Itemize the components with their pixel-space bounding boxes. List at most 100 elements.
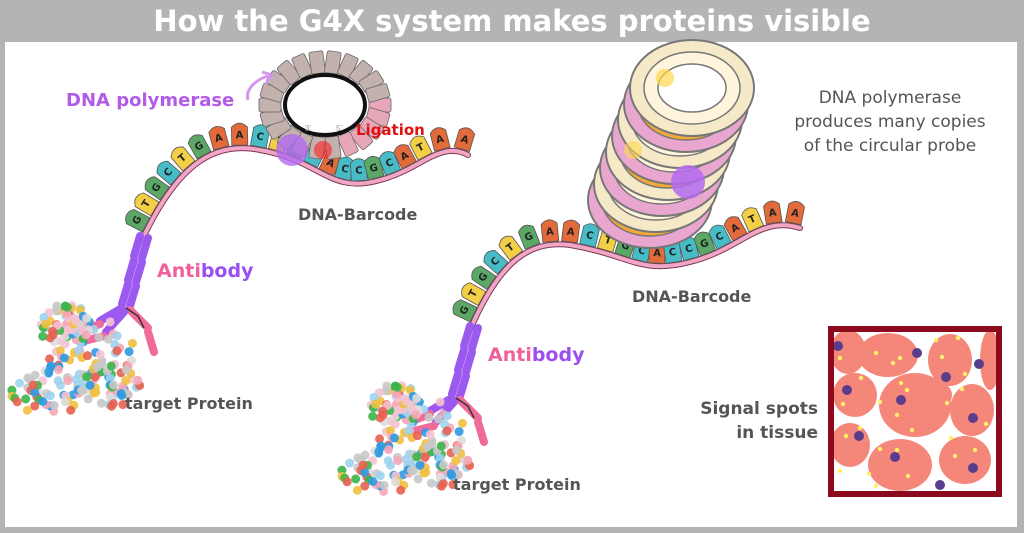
rolling-circle-copies xyxy=(587,39,755,249)
protein-atom xyxy=(451,456,461,466)
protein-atom xyxy=(448,480,458,490)
signal-spot xyxy=(944,400,950,406)
protein-atom xyxy=(389,433,399,443)
five-prime-label: 5' xyxy=(336,124,342,133)
signal-spot xyxy=(983,421,989,427)
signal-spot xyxy=(948,435,954,441)
protein-atom xyxy=(89,388,99,398)
protein-atom xyxy=(49,400,59,410)
probe-base xyxy=(291,53,313,79)
antibody-hinge xyxy=(125,307,145,329)
protein-atom xyxy=(28,380,38,390)
nucleus xyxy=(854,431,864,441)
protein-atom xyxy=(360,467,370,477)
protein-atom xyxy=(360,450,370,460)
base-A: A xyxy=(393,144,417,170)
cell xyxy=(950,384,994,436)
antibody-segment xyxy=(132,258,146,286)
base-letter: C xyxy=(668,247,677,259)
protein-atom xyxy=(463,455,473,465)
antibody-segment xyxy=(102,308,128,336)
protein-atom xyxy=(436,441,446,451)
base-G: G xyxy=(452,299,478,323)
arrow-icon xyxy=(245,74,269,101)
ligation-glow xyxy=(314,141,332,159)
base-shape xyxy=(187,134,212,160)
signal-spots-label: Signal spots in tissue xyxy=(700,399,818,443)
dna-strand xyxy=(140,146,470,242)
protein-atom xyxy=(23,373,33,383)
protein-atom xyxy=(376,441,386,451)
protein-atom xyxy=(117,390,127,400)
base-G: G xyxy=(187,134,212,160)
base-letter: A xyxy=(459,134,470,147)
nucleus xyxy=(968,463,978,473)
base-letter: A xyxy=(236,130,244,141)
protein-atom xyxy=(369,392,379,402)
protein-atom xyxy=(352,485,362,495)
protein-atom xyxy=(52,301,62,311)
protein-atom xyxy=(442,426,452,436)
signal-spot xyxy=(873,483,879,489)
nucleus xyxy=(974,359,984,369)
base-A: A xyxy=(540,219,560,243)
signal-spot xyxy=(904,387,910,393)
base-shape xyxy=(561,219,581,244)
protein-atom xyxy=(95,350,105,360)
base-A: A xyxy=(763,200,783,225)
protein-atom xyxy=(12,397,22,407)
protein-atom xyxy=(345,458,355,468)
antibody-segment xyxy=(96,304,126,325)
protein-atom xyxy=(419,468,429,478)
base-letter: A xyxy=(566,227,575,239)
dna-barcode-label-left: DNA-Barcode xyxy=(298,205,418,224)
dna-barcode-label-right: DNA-Barcode xyxy=(632,287,752,306)
cell xyxy=(830,330,866,374)
target-protein-label-right: target Protein xyxy=(453,475,581,494)
base-T: T xyxy=(461,282,487,307)
antibody-segment xyxy=(126,282,140,310)
probe-base xyxy=(276,60,302,85)
protein-atom xyxy=(383,445,393,455)
base-shape xyxy=(134,192,160,217)
protein-atom xyxy=(94,332,104,342)
antibody-segment xyxy=(144,328,158,356)
base-shape xyxy=(409,135,433,161)
protein-atom xyxy=(66,405,76,415)
base-G: G xyxy=(518,224,541,250)
base-shape xyxy=(453,127,476,153)
probe-base xyxy=(337,53,359,79)
signal-spot xyxy=(840,401,846,407)
base-shape xyxy=(471,265,497,291)
protein-atom xyxy=(82,313,92,323)
signal-spot xyxy=(972,447,978,453)
protein-atom xyxy=(457,418,467,428)
antibody-segment xyxy=(454,346,468,374)
antibody-label-body: body xyxy=(200,260,254,282)
protein-atom xyxy=(396,485,406,495)
protein-atom xyxy=(442,411,452,421)
protein-atom xyxy=(83,394,93,404)
protein-atom xyxy=(451,445,461,455)
protein-atom xyxy=(133,375,143,385)
base-shape xyxy=(170,146,196,172)
polymerase-blob-right xyxy=(671,165,705,199)
protein-atom xyxy=(415,460,425,470)
base-shape xyxy=(125,209,151,233)
base-shape xyxy=(231,122,249,146)
cell xyxy=(928,334,972,386)
copies-description: DNA polymerase produces many copies of t… xyxy=(794,88,986,156)
protein-atom xyxy=(412,393,422,403)
base-letter: A xyxy=(546,226,555,238)
protein-atom xyxy=(39,312,49,322)
base-shape xyxy=(763,200,783,225)
protein-atom xyxy=(433,414,443,424)
base-shape xyxy=(483,249,509,275)
ligation-label: Ligation xyxy=(356,121,425,139)
protein-atom xyxy=(385,460,395,470)
signal-spot xyxy=(858,375,864,381)
protein-atom xyxy=(92,362,102,372)
nucleus xyxy=(842,385,852,395)
protein-atom xyxy=(390,419,400,429)
circular-probe: 3'5' xyxy=(258,50,392,160)
